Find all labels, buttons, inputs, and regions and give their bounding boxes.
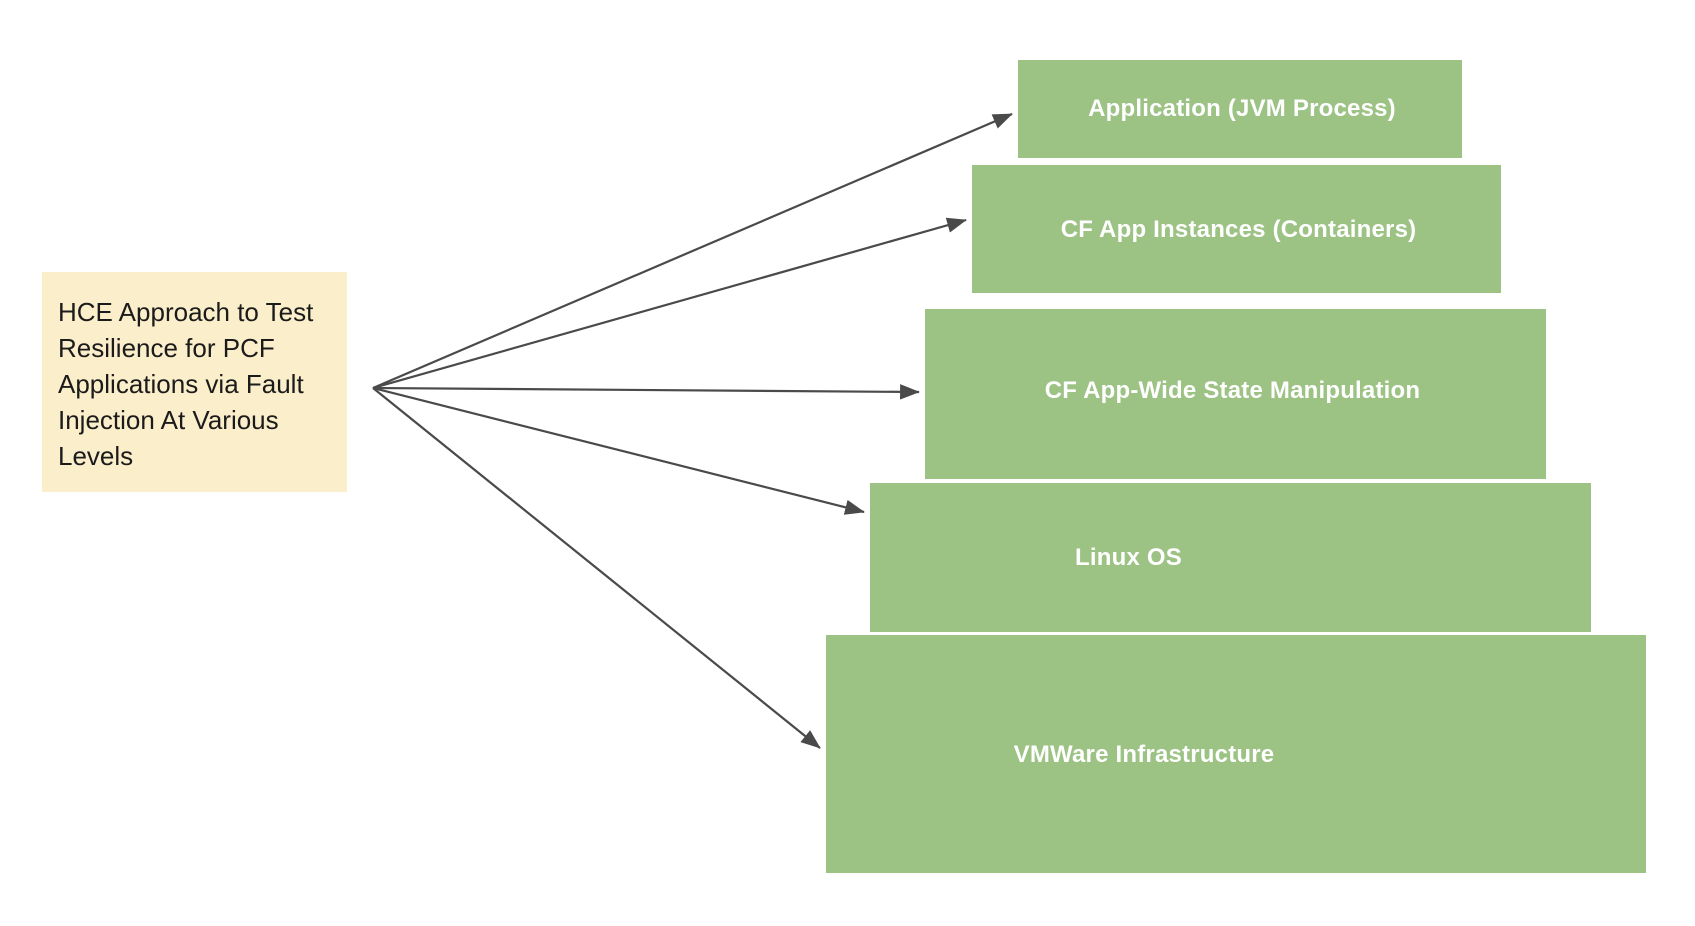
layer-label: Application (JVM Process) <box>1088 95 1396 122</box>
layer-box-linux-os[interactable]: Linux OS <box>870 483 1591 632</box>
layer-label: VMWare Infrastructure <box>1013 741 1275 768</box>
layer-label: CF App-Wide State Manipulation <box>1044 377 1421 404</box>
layer-label: Linux OS <box>1075 543 1182 571</box>
note-text: HCE Approach to Test Resilience for PCF … <box>58 297 314 471</box>
connector-to-cf-instances <box>372 217 967 390</box>
connector-to-linux-os <box>372 386 865 515</box>
connector-to-application <box>372 112 1013 390</box>
connector-to-vmware <box>372 387 821 749</box>
note-box[interactable]: HCE Approach to Test Resilience for PCF … <box>42 272 347 492</box>
layer-label: CF App Instances (Containers) <box>1060 216 1417 243</box>
connector-to-cf-state <box>372 384 920 400</box>
layer-box-application[interactable]: Application (JVM Process) <box>1018 60 1462 158</box>
layer-box-cf-app-instances[interactable]: CF App Instances (Containers) <box>972 165 1501 293</box>
layer-box-vmware-infrastructure[interactable]: VMWare Infrastructure <box>826 635 1646 873</box>
layer-box-cf-app-wide-state[interactable]: CF App-Wide State Manipulation <box>925 309 1546 479</box>
